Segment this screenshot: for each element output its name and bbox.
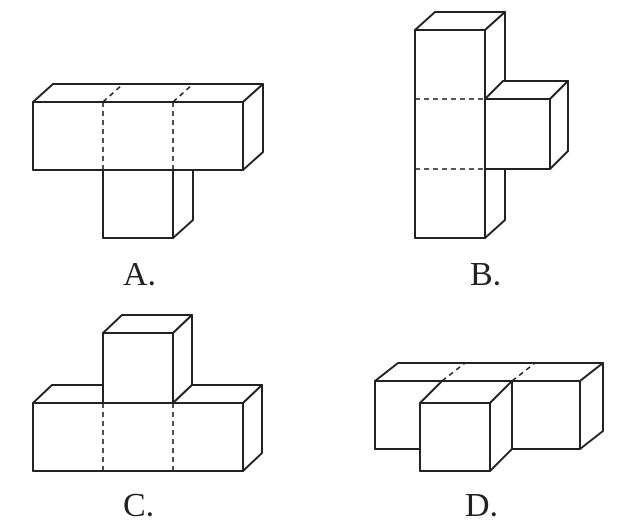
figure-d-back-row-top xyxy=(374,362,604,382)
figure-d-back-row-side xyxy=(579,362,604,450)
figure-c-bottom-bar-top-left xyxy=(32,384,104,404)
figure-d-front-cube-front xyxy=(419,402,491,472)
figure-a-top-bar-front xyxy=(32,101,244,171)
figure-c-top-cube-front xyxy=(102,332,174,404)
figure-b-column-front xyxy=(414,29,486,239)
option-label-a: A. xyxy=(123,256,157,293)
option-label-c: C. xyxy=(123,487,155,524)
figure-d-dashed-edge xyxy=(511,362,536,382)
figure-c xyxy=(32,314,263,472)
option-label-b: B. xyxy=(470,256,502,293)
figure-c-bottom-bar-side xyxy=(242,384,263,472)
figure-d-front-cube-side xyxy=(489,380,513,472)
figure-a-dashed-edge xyxy=(172,83,194,103)
figure-b-side-cube-front xyxy=(484,98,551,170)
figure-c-bottom-bar-front xyxy=(32,402,244,472)
figure-a-top-bar-side xyxy=(242,83,264,171)
figure-a xyxy=(32,83,264,239)
figure-b-side-cube-side xyxy=(549,80,569,170)
figure-b xyxy=(414,11,569,239)
figure-a-dashed-edge xyxy=(102,83,124,103)
figure-a-top-bar-top xyxy=(32,83,264,103)
figure-d xyxy=(374,362,604,472)
figure-d-dashed-edge xyxy=(441,362,466,382)
figure-a-lower-cube-front xyxy=(102,169,174,239)
option-label-d: D. xyxy=(465,487,499,524)
